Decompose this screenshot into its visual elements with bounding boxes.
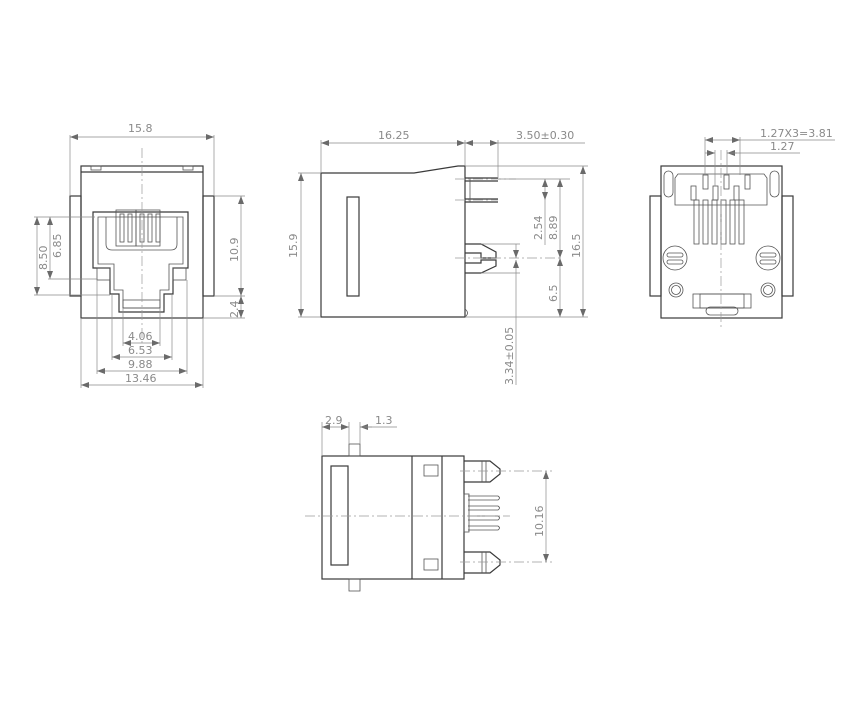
dim-pitch-total: 1.27X3=3.81 (760, 127, 833, 140)
bottom-window (330, 465, 349, 566)
dim-peg-diameter: 3.34±0.05 (503, 327, 516, 385)
right-flange (202, 195, 215, 297)
side-view: 16.25 3.50±0.30 15.9 2.54 8.89 6.5 16.5 … (287, 129, 588, 385)
dim-height-right-upper: 10.9 (228, 238, 241, 263)
rear-view: 1.27X3=3.81 1.27 (649, 127, 835, 330)
dim-peg-height: 6.5 (547, 285, 560, 303)
dim-height-right-lower: 2.4 (228, 301, 241, 319)
side-window (346, 196, 360, 297)
peg-lower (465, 259, 497, 274)
dim-pin-row-offset: 8.89 (547, 216, 560, 241)
dim-offset-a: 2.9 (325, 414, 343, 427)
dim-pin-length: 3.50±0.30 (516, 129, 574, 142)
dim-length: 16.25 (378, 129, 410, 142)
left-flange (69, 195, 82, 297)
side-body-outline (320, 165, 466, 318)
dim-height-inner: 6.85 (51, 234, 64, 259)
dim-pitch: 1.27 (770, 140, 795, 153)
dim-height-outer: 8.50 (37, 246, 50, 271)
dim-width-overall: 15.8 (128, 122, 153, 135)
bottom-view: 2.9 1.3 10.16 (305, 414, 552, 592)
dim-width-988: 9.88 (128, 358, 153, 371)
contact-pins (115, 209, 161, 247)
dim-total-height: 16.5 (570, 234, 583, 259)
dim-peg-spacing: 10.16 (533, 506, 546, 538)
dim-height: 15.9 (287, 234, 300, 259)
front-view: 15.8 8.50 6.85 10.9 2.4 4.06 6.53 9.88 1… (34, 122, 245, 388)
dim-width-653: 6.53 (128, 344, 153, 357)
jack-opening (92, 211, 189, 313)
rear-contact-slots (693, 199, 745, 245)
bottom-pins (463, 493, 500, 533)
bottom-body-outline (321, 455, 465, 580)
dim-width-1346: 13.46 (125, 372, 157, 385)
dim-pin-pitch: 2.54 (532, 216, 545, 241)
dim-width-406: 4.06 (128, 330, 153, 343)
dim-offset-b: 1.3 (375, 414, 393, 427)
peg-upper (465, 243, 497, 259)
